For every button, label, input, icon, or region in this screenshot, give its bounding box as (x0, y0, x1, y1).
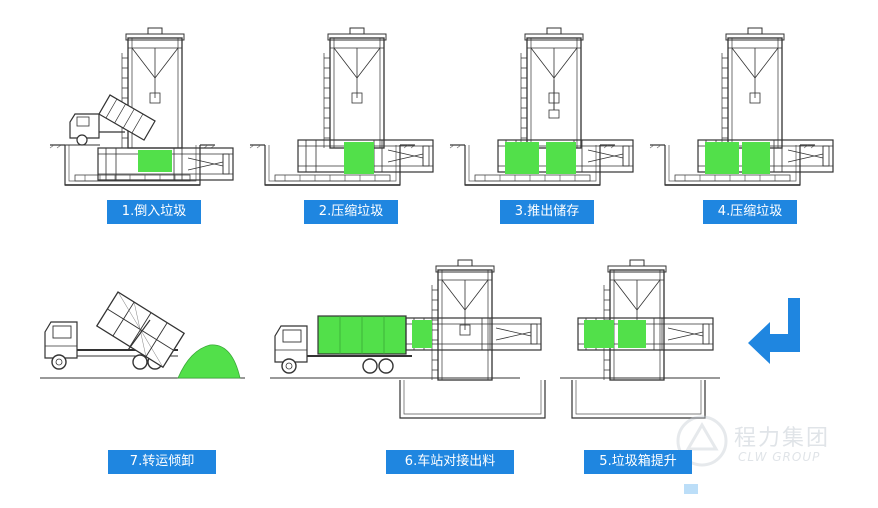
step-1-scene (49, 27, 234, 186)
step-6-label: 6.车站对接出料 (386, 450, 514, 474)
garbage-fill (138, 150, 172, 172)
watermark-logo (676, 415, 728, 467)
arrow-left-down-icon (748, 298, 800, 364)
step-1-label: 1.倒入垃圾 (107, 200, 201, 224)
garbage-fill (546, 142, 576, 174)
step-3-label: 3.推出储存 (500, 200, 594, 224)
corner-mark (684, 484, 698, 494)
step-4-label: 4.压缩垃圾 (703, 200, 797, 224)
watermark: 程力集团 CLW GROUP (668, 416, 858, 476)
step-7-label: 7.转运倾卸 (108, 450, 216, 474)
watermark-subtitle: CLW GROUP (738, 450, 821, 464)
step-2-scene (249, 27, 434, 186)
garbage-fill (742, 142, 770, 174)
step-2-label: 2.压缩垃圾 (304, 200, 398, 224)
step-5-label: 5.垃圾箱提升 (584, 450, 692, 474)
garbage-fill (505, 142, 539, 174)
step-5-scene (560, 259, 720, 419)
garbage-fill (618, 320, 646, 348)
step-7-scene (40, 291, 245, 379)
garbage-fill (705, 142, 739, 174)
watermark-title: 程力集团 (734, 426, 831, 451)
garbage-pile (177, 344, 241, 379)
step-6-scene (270, 259, 546, 419)
step-4-scene (649, 27, 834, 186)
step-3-scene (449, 27, 634, 186)
garbage-fill (412, 320, 432, 348)
garbage-fill (344, 142, 374, 174)
garbage-fill (584, 320, 614, 348)
